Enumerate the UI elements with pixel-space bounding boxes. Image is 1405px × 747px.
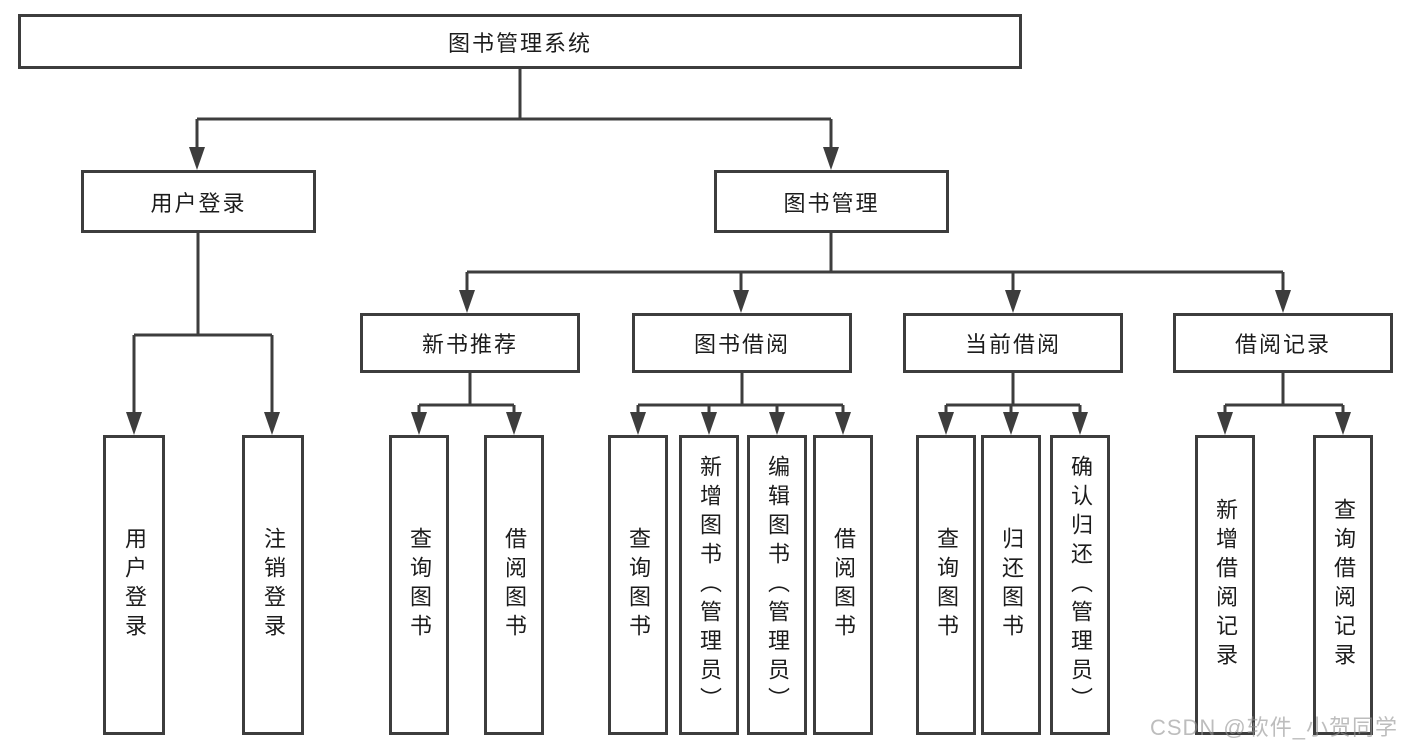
leaf-query-book-recommend: 查询图书 (389, 435, 449, 735)
arrowhead-icon (823, 147, 839, 170)
leaf-query-book-current: 查询图书 (916, 435, 976, 735)
arrowhead-icon (835, 412, 851, 435)
arrowhead-icon (1217, 412, 1233, 435)
leaf-user-login: 用户登录 (103, 435, 165, 735)
leaf-return-book: 归还图书 (981, 435, 1041, 735)
edge-userlogin-to-leaves (126, 233, 280, 435)
edge-path (1223, 373, 1345, 415)
edge-path (417, 373, 516, 415)
edge-path (195, 69, 833, 150)
edge-path (132, 233, 274, 415)
node-root-system: 图书管理系统 (18, 14, 1022, 69)
node-borrow-records: 借阅记录 (1173, 313, 1393, 373)
edge-borrow-to-leaves (630, 373, 851, 435)
arrowhead-icon (506, 412, 522, 435)
arrowhead-icon (459, 290, 475, 313)
arrowhead-icon (264, 412, 280, 435)
node-book-borrow: 图书借阅 (632, 313, 852, 373)
leaf-edit-book-admin: 编辑图书（管理员） (747, 435, 807, 735)
arrowhead-icon (411, 412, 427, 435)
arrowhead-icon (630, 412, 646, 435)
csdn-watermark: CSDN @软件_小贺同学 (1149, 715, 1398, 740)
leaf-confirm-return-admin: 确认归还（管理员） (1050, 435, 1110, 735)
node-user-login: 用户登录 (81, 170, 316, 233)
arrowhead-icon (189, 147, 205, 170)
leaf-query-book-borrow: 查询图书 (608, 435, 668, 735)
edge-root-to-branches (189, 69, 839, 170)
edge-path (465, 233, 1285, 293)
arrowhead-icon (733, 290, 749, 313)
edge-path (944, 373, 1082, 415)
edge-path (636, 373, 845, 415)
arrowhead-icon (938, 412, 954, 435)
node-book-management: 图书管理 (714, 170, 949, 233)
arrowhead-icon (1005, 290, 1021, 313)
node-current-borrow: 当前借阅 (903, 313, 1123, 373)
arrowhead-icon (701, 412, 717, 435)
edge-records-to-leaves (1217, 373, 1351, 435)
leaf-query-borrow-record: 查询借阅记录 (1313, 435, 1373, 735)
leaf-add-book-admin: 新增图书（管理员） (679, 435, 739, 735)
leaf-borrow-book: 借阅图书 (813, 435, 873, 735)
edge-bookmgmt-to-groups (459, 233, 1291, 313)
arrowhead-icon (769, 412, 785, 435)
arrowhead-icon (126, 412, 142, 435)
arrowhead-icon (1335, 412, 1351, 435)
leaf-logout-login: 注销登录 (242, 435, 304, 735)
arrowhead-icon (1003, 412, 1019, 435)
arrowhead-icon (1072, 412, 1088, 435)
edge-current-to-leaves (938, 373, 1088, 435)
arrowhead-icon (1275, 290, 1291, 313)
node-new-book-recommend: 新书推荐 (360, 313, 580, 373)
leaf-add-borrow-record: 新增借阅记录 (1195, 435, 1255, 735)
leaf-borrow-book-recommend: 借阅图书 (484, 435, 544, 735)
edge-newbook-to-leaves (411, 373, 522, 435)
